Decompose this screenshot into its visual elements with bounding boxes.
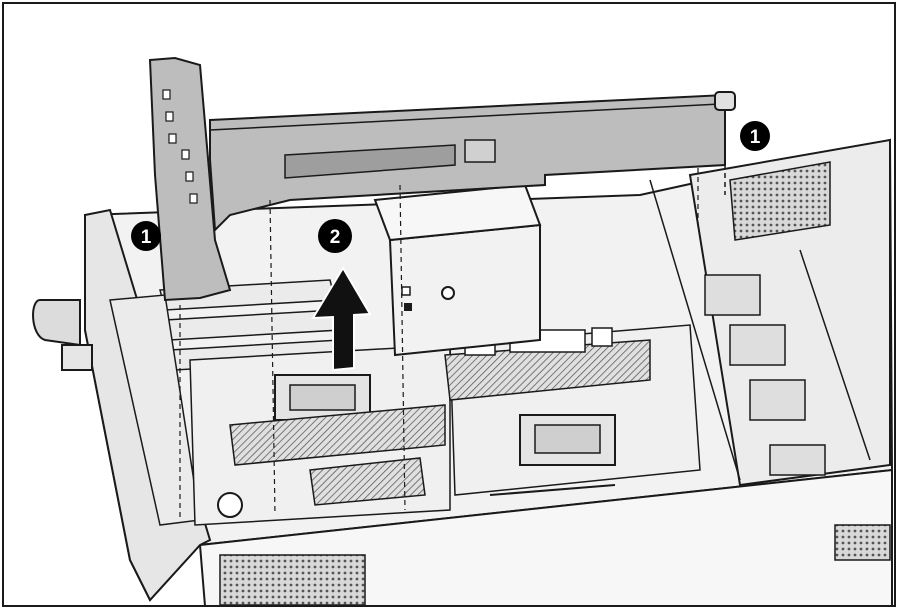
lift-arrow [311,266,372,372]
callout-label: 1 [750,127,761,148]
fan-module-4 [769,444,826,476]
system-board [189,324,701,526]
callout-step-2: 2 [318,219,352,253]
dimm-slots-front [309,457,426,506]
callout-step-1-left: 1 [131,221,161,251]
fan-module-3 [749,379,806,421]
callout-step-1-right: 1 [740,121,770,151]
front-vent-right [834,524,891,561]
alignment-guides [179,168,699,520]
fan-module-2 [729,324,786,366]
front-bezel [198,468,893,607]
front-vent-left [219,554,366,606]
power-supply-module [373,183,542,357]
drive-bay [649,138,891,487]
callout-label: 1 [141,227,152,248]
fan-module-1 [704,274,761,316]
dimm-slots-left [229,404,446,466]
thumbscrew-right [714,91,736,111]
chassis-handle [32,299,81,347]
pci-riser-cage [148,56,736,302]
fan-grille [729,161,831,241]
callout-label: 2 [330,227,341,248]
